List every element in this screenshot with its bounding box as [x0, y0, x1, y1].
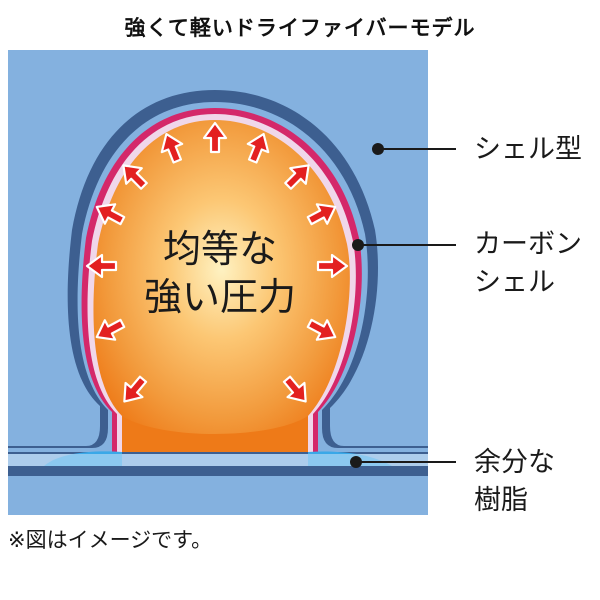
label-shell-mold: シェル型: [474, 131, 582, 169]
lower-mold-plate: [8, 466, 428, 476]
leader-dot-icon: [372, 143, 384, 155]
resin-channel: [8, 454, 428, 466]
label-excess-resin: 余分な 樹脂: [474, 444, 555, 520]
leader-dot-icon: [350, 456, 362, 468]
center-text: 均等な 強い圧力: [120, 225, 320, 321]
label-carbon-shell-line1: カーボン: [474, 229, 582, 260]
pressure-core-stem: [122, 416, 308, 452]
label-excess-resin-line1: 余分な: [474, 447, 555, 478]
leader-dot-icon: [352, 239, 364, 251]
diagram-title: 強くて軽いドライファイバーモデル: [124, 16, 476, 40]
label-excess-resin-line2: 樹脂: [474, 485, 528, 516]
label-carbon-shell: カーボン シェル: [474, 226, 582, 302]
image-note: ※図はイメージです。: [8, 528, 213, 552]
pressure-core: [93, 120, 350, 452]
center-text-line1: 均等な: [162, 227, 277, 271]
center-text-line2: 強い圧力: [143, 275, 296, 319]
leader-lines: [350, 143, 456, 468]
label-shell-mold-text: シェル型: [474, 134, 582, 165]
label-carbon-shell-line2: シェル: [474, 267, 555, 298]
